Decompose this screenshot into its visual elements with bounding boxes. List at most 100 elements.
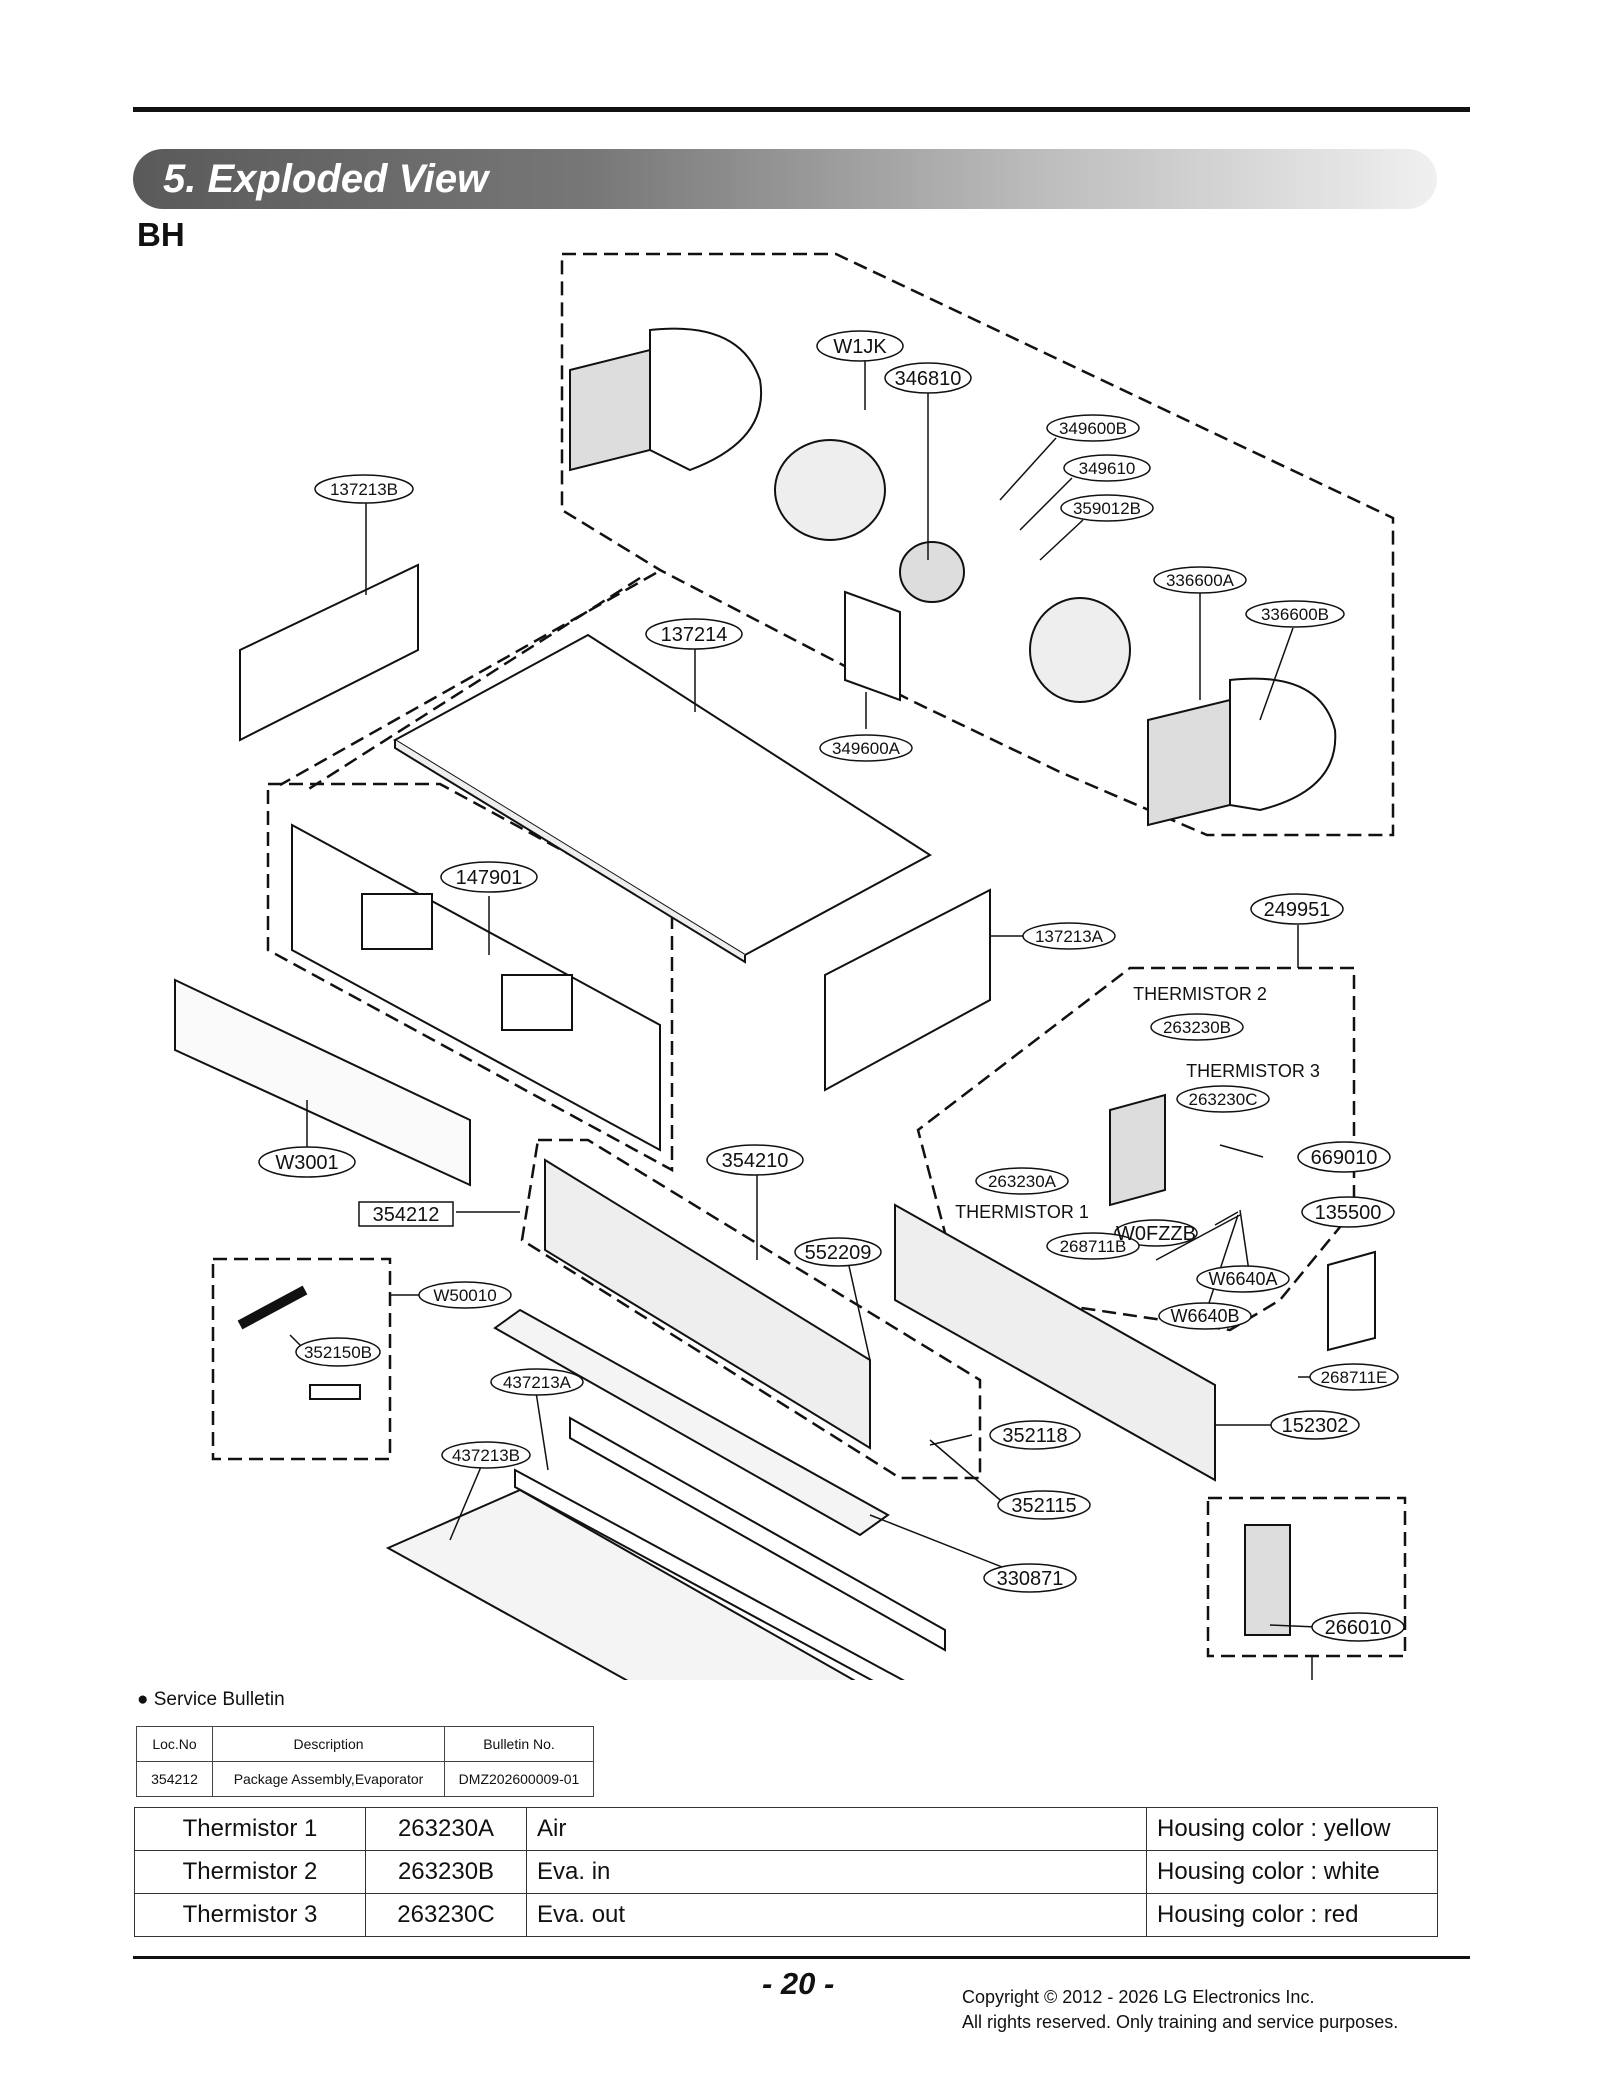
part-label-135500: 135500 — [1315, 1202, 1382, 1224]
part-label-W1JK: W1JK — [833, 336, 887, 358]
part-label-263230C: 263230C — [1188, 1090, 1257, 1109]
part-label-359012B: 359012B — [1073, 499, 1141, 518]
column-header: Bulletin No. — [444, 1726, 594, 1762]
copyright-line: Copyright © 2012 - 2026 LG Electronics I… — [962, 1987, 1315, 2007]
column-header: Description — [212, 1726, 445, 1762]
service-bulletin-table: Loc.No Description Bulletin No. 354212 P… — [136, 1726, 594, 1797]
part-label-thermistor-1: THERMISTOR 1 — [955, 1202, 1089, 1222]
part-label-330871: 330871 — [997, 1568, 1064, 1590]
part-label-263230B: 263230B — [1163, 1018, 1231, 1037]
part-label-W50010: W50010 — [433, 1286, 496, 1305]
thermistor-color: Housing color : red — [1146, 1893, 1438, 1937]
part-label-137214: 137214 — [661, 624, 728, 646]
thermistor-name: Thermistor 1 — [134, 1807, 366, 1851]
insulation-tube — [309, 1384, 361, 1400]
table-row: 354212 Package Assembly,Evaporator DMZ20… — [136, 1761, 594, 1797]
top-panel — [393, 633, 932, 957]
part-label-552209: 552209 — [805, 1242, 872, 1264]
thermistor-part: 263230C — [365, 1893, 527, 1937]
connector-dash-2 — [303, 576, 641, 794]
side-panel-left — [239, 563, 419, 742]
motor-bracket — [844, 590, 901, 702]
drain-pan — [493, 1308, 890, 1537]
drain-pump — [1244, 1524, 1291, 1636]
drain-hose — [237, 1285, 308, 1330]
thermistor-color: Housing color : white — [1146, 1850, 1438, 1894]
thermistor-group-outline — [916, 966, 1356, 1332]
model-code: BH — [137, 216, 185, 253]
part-label-W6640A: W6640A — [1208, 1269, 1277, 1289]
thermistor-name: Thermistor 3 — [134, 1893, 366, 1937]
thermistor-location: Air — [526, 1807, 1147, 1851]
cover-135500 — [1327, 1250, 1376, 1352]
part-label-349610: 349610 — [1079, 459, 1136, 478]
thermistor-part: 263230B — [365, 1850, 527, 1894]
side-rail-437213A — [569, 1416, 946, 1652]
part-label-354210: 354210 — [722, 1150, 789, 1172]
thermistor-name: Thermistor 2 — [134, 1850, 366, 1894]
pump-group-outline — [1206, 1496, 1407, 1658]
section-header-bar: 5. Exploded View — [133, 149, 1437, 209]
side-frame-w3001 — [174, 978, 471, 1187]
side-rail-437213B — [514, 1468, 905, 1680]
blower-housing-right — [1147, 698, 1231, 827]
thermistor-table: Thermistor 1 263230A Air Housing color :… — [134, 1807, 1438, 1937]
table-cell: Package Assembly,Evaporator — [212, 1761, 445, 1797]
part-label-336600A: 336600A — [1166, 571, 1235, 590]
coil-group-outline — [520, 1138, 982, 1480]
part-label-349600A: 349600A — [832, 739, 901, 758]
thermistor-location: Eva. in — [526, 1850, 1147, 1894]
blower-fan-right — [1029, 597, 1131, 703]
part-label-249951: 249951 — [1264, 899, 1331, 921]
part-label-354212: 354212 — [373, 1204, 440, 1226]
part-label-137213A: 137213A — [1035, 927, 1104, 946]
part-label-352115: 352115 — [1011, 1495, 1076, 1517]
part-label-137213B: 137213B — [330, 480, 398, 499]
part-label-268711B: 268711B — [1060, 1237, 1127, 1256]
part-label-263230A: 263230A — [988, 1172, 1057, 1191]
part-label-thermistor-3: THERMISTOR 3 — [1186, 1061, 1320, 1081]
part-label-352150B: 352150B — [304, 1343, 372, 1362]
part-label-437213A: 437213A — [503, 1373, 572, 1392]
part-label-437213B: 437213B — [452, 1446, 520, 1465]
part-label-336600B: 336600B — [1261, 605, 1329, 624]
side-panel-right — [824, 888, 991, 1092]
part-label-152302: 152302 — [1282, 1415, 1349, 1437]
table-header-row: Loc.No Description Bulletin No. — [136, 1726, 594, 1762]
part-label-669010: 669010 — [1311, 1147, 1378, 1169]
control-box — [1109, 1093, 1166, 1207]
part-label-147901: 147901 — [456, 867, 523, 889]
service-bulletin-heading: ● Service Bulletin — [137, 1689, 285, 1710]
section-title: 5. Exploded View — [163, 157, 489, 201]
evaporator-coil — [544, 1158, 871, 1450]
part-label-268711E: 268711E — [1321, 1368, 1388, 1387]
base-panel — [385, 1488, 856, 1680]
table-cell: DMZ202600009-01 — [444, 1761, 594, 1797]
thermistor-part: 263230A — [365, 1807, 527, 1851]
blower-housing-left — [569, 348, 651, 472]
part-label-346810: 346810 — [895, 368, 962, 390]
part-label-thermistor-2: THERMISTOR 2 — [1133, 984, 1267, 1004]
bottom-rule — [133, 1956, 1470, 1959]
table-row: Thermistor 3 263230C Eva. out Housing co… — [134, 1893, 1438, 1937]
part-label-W0FZZB: W0FZZB — [1116, 1223, 1196, 1245]
thermistor-color: Housing color : yellow — [1146, 1807, 1438, 1851]
kit-group-outline — [211, 1257, 392, 1461]
column-header: Loc.No — [136, 1726, 213, 1762]
air-filter — [894, 1203, 1216, 1482]
table-row: Thermistor 2 263230B Eva. in Housing col… — [134, 1850, 1438, 1894]
copyright-notice: Copyright © 2012 - 2026 LG Electronics I… — [962, 1985, 1398, 2035]
part-label-349600B: 349600B — [1059, 419, 1127, 438]
blower-fan-left — [774, 439, 886, 541]
part-label-266010: 266010 — [1325, 1617, 1392, 1639]
top-rule — [133, 107, 1470, 112]
part-label-W6640B: W6640B — [1170, 1306, 1239, 1326]
thermistor-location: Eva. out — [526, 1893, 1147, 1937]
fan-motor — [899, 541, 965, 603]
table-cell: 354212 — [136, 1761, 213, 1797]
part-label-352118: 352118 — [1002, 1425, 1067, 1447]
part-label-W3001: W3001 — [275, 1152, 338, 1174]
exploded-view-diagram: W1JK 346810 349600B 349610 359012B 13721… — [174, 252, 1407, 1680]
table-row: Thermistor 1 263230A Air Housing color :… — [134, 1807, 1438, 1851]
panel-group-outline — [266, 782, 674, 1173]
